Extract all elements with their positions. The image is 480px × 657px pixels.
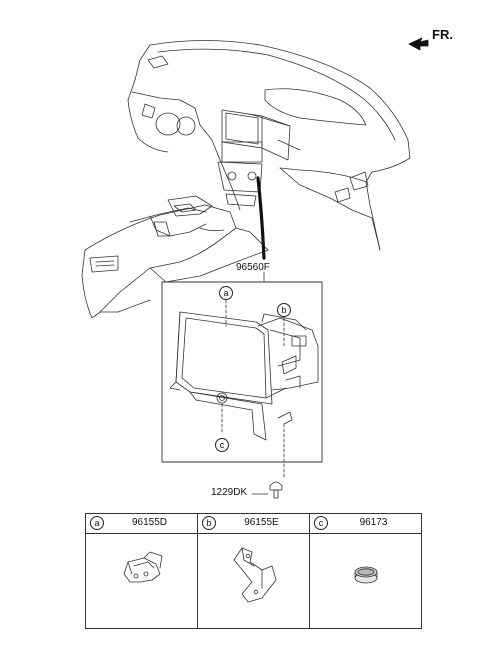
cap-c-illustration [354,566,378,584]
screw-part-number: 1229DK [211,487,248,498]
display-unit-illustration [169,299,319,479]
bracket-b-illustration [233,547,277,603]
table-callout-b: b [202,516,216,530]
parts-table-cell: a 96155D [86,514,198,628]
table-image-c [310,534,421,628]
parts-table-header: b 96155E [198,514,309,534]
parts-table-header: c 96173 [310,514,421,534]
table-callout-c: c [314,516,328,530]
parts-table: a 96155D b 96155E c 96173 [85,513,422,629]
center-console-illustration [81,195,269,319]
front-arrow-icon [408,37,429,51]
assembly-frame [161,281,323,463]
callout-c: c [215,438,229,452]
table-part-number-a: 96155D [131,517,168,528]
bracket-a-illustration [123,551,163,583]
table-callout-a: a [90,516,104,530]
callout-b: b [277,303,291,317]
table-part-number-c: 96173 [359,517,388,528]
parts-table-header: a 96155D [86,514,197,534]
parts-table-cell: b 96155E [198,514,310,628]
dashboard-illustration [127,40,411,251]
table-part-number-b: 96155E [244,517,279,528]
front-direction-label: FR. [432,27,453,42]
callout-a: a [219,286,233,300]
assembly-part-number: 96560F [236,262,270,273]
parts-table-cell: c 96173 [310,514,421,628]
leader-curve [256,176,266,260]
table-image-a [86,534,197,628]
table-image-b [198,534,309,628]
screw-icon [251,481,283,499]
